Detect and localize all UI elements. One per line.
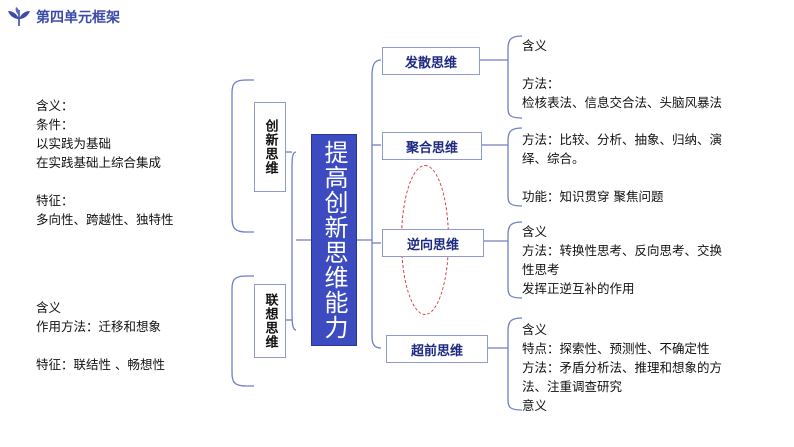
- innovative-thinking-box: 创新思维: [254, 102, 286, 192]
- reverse-thinking-box: 逆向思维: [382, 229, 484, 257]
- leaf-icon: [8, 7, 30, 27]
- advanced-details: 含义 特点：探索性、预测性、不确定性 方法：矛盾分析法、推理和想象的方 法、注重…: [522, 322, 723, 413]
- associative-thinking-box: 联想思维: [254, 284, 286, 358]
- convergent-details: 方法：比较、分析、抽象、归纳、演 绎、综合。 功能：知识贯穿 聚焦问题: [522, 132, 723, 204]
- convergent-thinking-box: 聚合思维: [382, 132, 482, 160]
- reverse-details: 含义 方法：转换性思考、反向思考、交换 性思考 发挥正逆互补的作用: [522, 224, 723, 296]
- page-title: 第四单元框架: [36, 10, 120, 26]
- associative-details: 含义 作用方法：迁移和想象 特征：联结性 、畅想性: [36, 300, 165, 372]
- innovative-details: 含义： 条件： 以实践为基础 在实践基础上综合集成 特征： 多向性、跨越性、独特…: [36, 98, 174, 227]
- divergent-details: 含义 方法： 检核表法、信息交合法、头脑风暴法: [522, 38, 723, 110]
- divergent-thinking-box: 发散思维: [382, 47, 480, 75]
- center-topic-box: 提高创新思维能力: [311, 134, 357, 346]
- slide-header: 第四单元框架: [6, 4, 120, 30]
- advanced-thinking-box: 超前思维: [386, 335, 488, 363]
